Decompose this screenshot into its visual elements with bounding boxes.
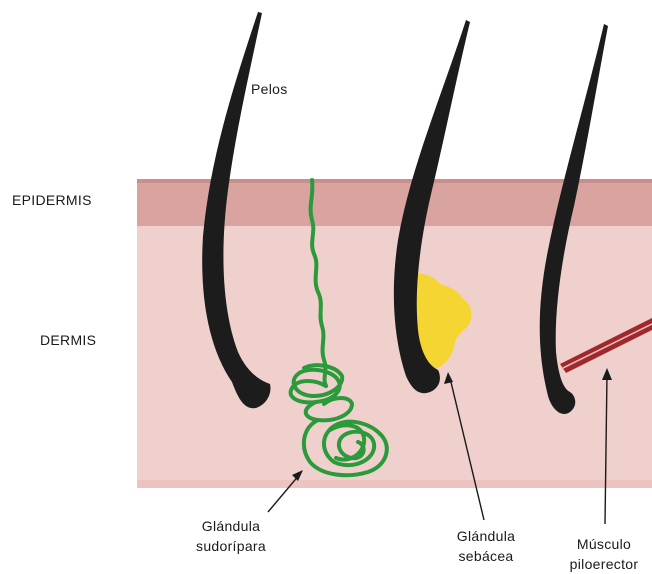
sweat-gland-label-line2: sudorípara bbox=[176, 536, 286, 556]
arrector-muscle-label: Músculo piloerector bbox=[556, 534, 652, 574]
sweat-gland-label-line1: Glándula bbox=[176, 516, 286, 536]
arrector-muscle-label-line1: Músculo bbox=[556, 534, 652, 554]
dermis-label: DERMIS bbox=[40, 332, 96, 348]
sweat-gland-label: Glándula sudorípara bbox=[176, 516, 286, 556]
dermis-bottom-edge bbox=[137, 480, 652, 488]
arrector-muscle-label-line2: piloerector bbox=[556, 554, 652, 574]
hairs-label: Pelos bbox=[251, 81, 288, 97]
sebaceous-gland-label-line1: Glándula bbox=[436, 526, 536, 546]
sebaceous-gland-label: Glándula sebácea bbox=[436, 526, 536, 566]
sebaceous-gland-label-line2: sebácea bbox=[436, 546, 536, 566]
epidermis-label: EPIDERMIS bbox=[12, 192, 92, 208]
